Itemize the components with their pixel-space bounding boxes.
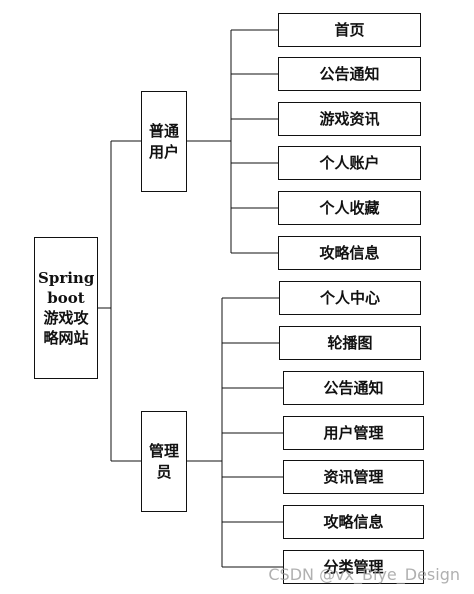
leaf-admin-carousel: 轮播图 (279, 326, 421, 360)
leaf-admin-news-management: 资讯管理 (283, 460, 424, 494)
leaf-label: 用户管理 (323, 423, 384, 442)
branch-label-regular-user: 普通用户 (148, 122, 179, 161)
leaf-admin-announcements: 公告通知 (283, 371, 424, 405)
branch-node-regular-user: 普通用户 (141, 91, 187, 192)
leaf-label: 轮播图 (327, 333, 373, 352)
leaf-user-home: 首页 (278, 13, 421, 47)
leaf-label: 分类管理 (323, 557, 384, 576)
branch-node-admin: 管理员 (141, 411, 187, 512)
leaf-admin-user-management: 用户管理 (283, 416, 424, 450)
leaf-user-guides: 攻略信息 (278, 236, 421, 270)
leaf-admin-category-management: 分类管理 (283, 550, 424, 584)
leaf-label: 攻略信息 (319, 243, 380, 262)
leaf-label: 攻略信息 (323, 512, 384, 531)
watermark: CSDN @vx_Biye_Design (268, 565, 460, 584)
leaf-label: 资讯管理 (323, 467, 384, 486)
leaf-label: 公告通知 (323, 378, 384, 397)
root-label: Spring boot 游戏攻略网站 (38, 268, 95, 348)
leaf-label: 首页 (334, 20, 365, 39)
leaf-label: 个人中心 (319, 288, 380, 307)
leaf-label: 个人账户 (319, 153, 380, 172)
leaf-label: 个人收藏 (319, 198, 380, 217)
leaf-user-game-news: 游戏资讯 (278, 102, 421, 136)
leaf-user-announcements: 公告通知 (278, 57, 421, 91)
leaf-label: 游戏资讯 (319, 109, 380, 128)
leaf-user-account: 个人账户 (278, 146, 421, 180)
root-node: Spring boot 游戏攻略网站 (34, 237, 98, 379)
leaf-admin-guides: 攻略信息 (283, 505, 424, 539)
branch-label-admin: 管理员 (148, 442, 179, 481)
leaf-admin-personal-center: 个人中心 (279, 281, 421, 315)
leaf-label: 公告通知 (319, 64, 380, 83)
leaf-user-favorites: 个人收藏 (278, 191, 421, 225)
